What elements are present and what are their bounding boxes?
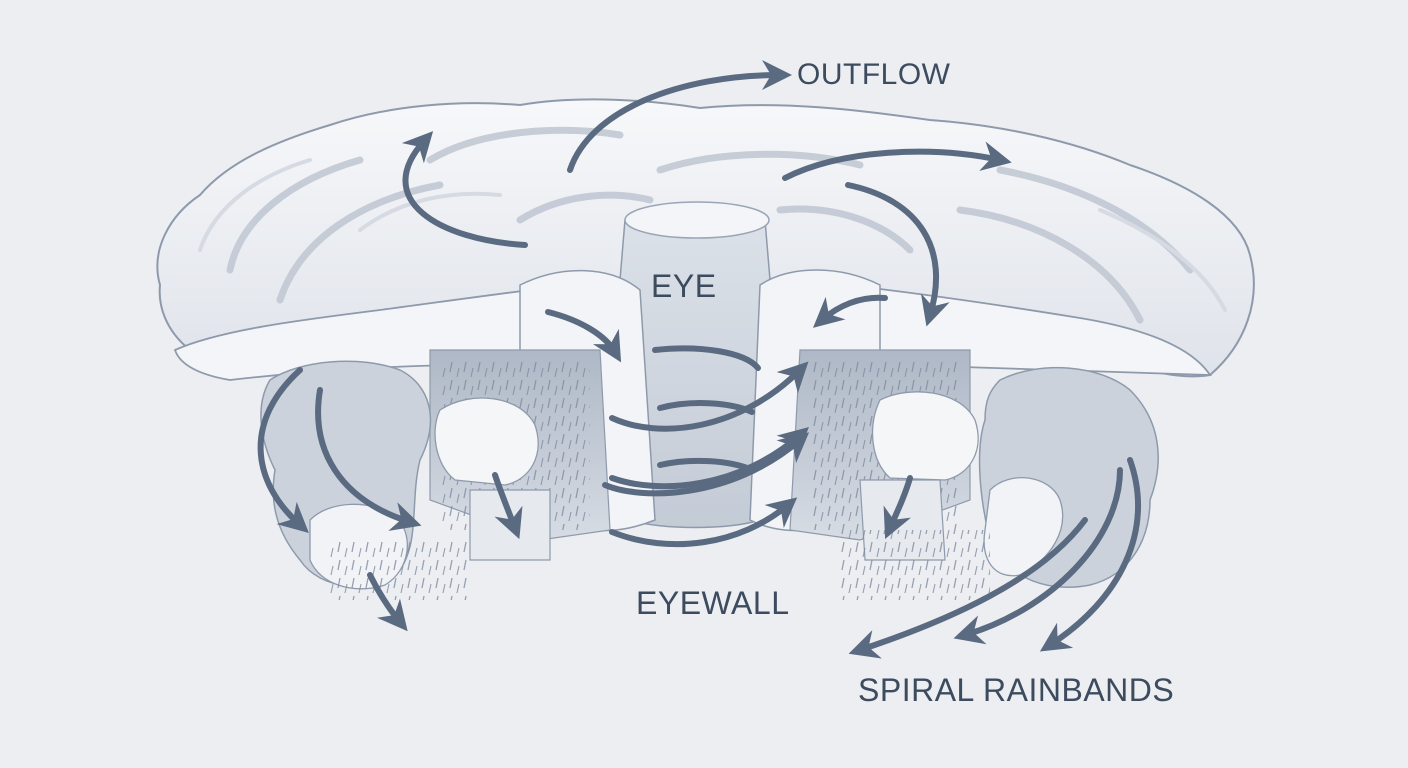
rainband-arrow-left-1: [257, 367, 309, 534]
rainband-arrow-right-3: [848, 517, 1088, 659]
rainband-arrow-center-right: [883, 475, 913, 539]
outflow-arrow-left: [401, 131, 528, 248]
spiral-ring-inner-2: [657, 457, 755, 473]
inflow-arrow-left-top: [545, 309, 622, 363]
spiral-ring-4: [602, 432, 810, 497]
rainband-arrow-right-1: [953, 467, 1123, 645]
inflow-arrow-right-upper: [845, 182, 950, 327]
eyewall-inflow-arrows: [545, 294, 888, 363]
spiral-ring-1: [652, 345, 761, 371]
outflow-arrow-top: [567, 60, 792, 173]
outflow-label: OUTFLOW: [797, 58, 951, 91]
rainband-arrow-left-3: [367, 572, 408, 632]
spiral-ring-2: [609, 361, 809, 432]
spiral-rainbands-label: SPIRAL RAINBANDS: [858, 672, 1175, 708]
inflow-arrow-right-top: [812, 294, 888, 328]
rainband-arrow-right-2: [1039, 457, 1141, 652]
rainband-arrow-left-2: [315, 387, 422, 531]
outflow-arrows: [401, 60, 1012, 327]
eye-label: EYE: [651, 268, 717, 304]
eye-column: [619, 201, 771, 529]
spiral-ring-5: [609, 497, 798, 548]
rainband-arrows: [257, 367, 1141, 659]
rainband-arrow-center-left: [492, 472, 523, 540]
eyewall-label: EYEWALL: [636, 585, 790, 621]
rainband-clouds-right: [840, 366, 1159, 600]
outflow-arrow-right: [782, 141, 1012, 181]
eyewall-spiral-arrows: [602, 345, 810, 548]
spiral-ring-inner: [657, 400, 755, 415]
